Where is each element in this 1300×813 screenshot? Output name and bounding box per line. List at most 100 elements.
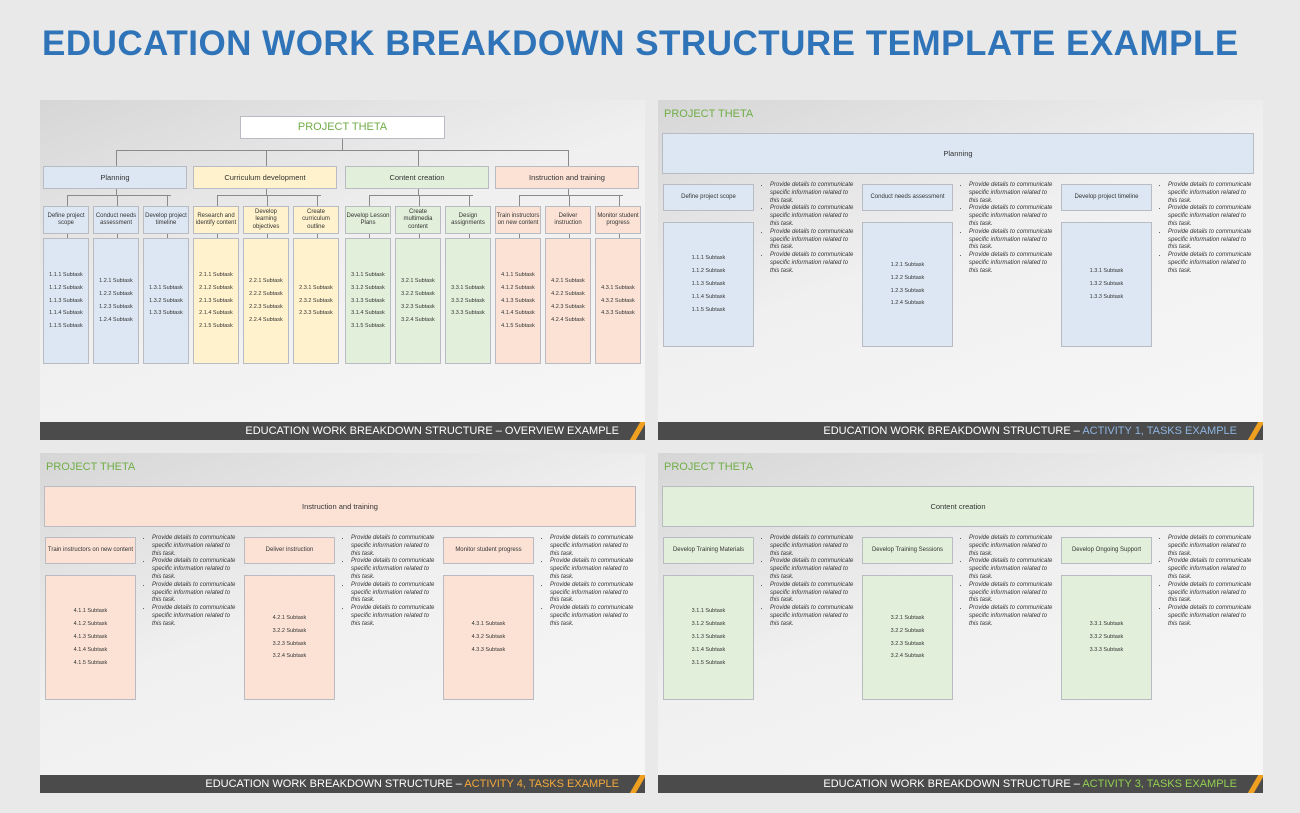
task-box: Conduct needs assessment bbox=[93, 206, 139, 234]
connector-line bbox=[619, 195, 620, 206]
task-detail-bullet: Provide details to communicate specific … bbox=[351, 558, 436, 581]
subtask-item: 4.3.1 Subtask bbox=[601, 284, 635, 291]
connector-line bbox=[266, 150, 267, 166]
subtask-item: 4.3.3 Subtask bbox=[471, 646, 506, 653]
subtask-item: 1.2.3 Subtask bbox=[99, 304, 133, 310]
subtask-item: 3.2.4 Subtask bbox=[401, 316, 435, 323]
subtask-item: 1.1.3 Subtask bbox=[49, 297, 83, 304]
subtask-item: 3.1.5 Subtask bbox=[691, 659, 726, 666]
task-detail-bullet: Provide details to communicate specific … bbox=[770, 558, 855, 581]
task-box: Develop Training Materials bbox=[663, 537, 754, 564]
project-title: PROJECT THETA bbox=[664, 461, 754, 473]
connector-line bbox=[369, 195, 370, 206]
task-detail-bullet: Provide details to communicate specific … bbox=[770, 605, 855, 628]
subtask-item: 4.2.4 Subtask bbox=[551, 316, 585, 323]
subtask-item: 1.2.4 Subtask bbox=[890, 300, 925, 307]
subtask-item: 2.2.2 Subtask bbox=[249, 291, 283, 298]
subtask-item: 3.1.1 Subtask bbox=[691, 608, 726, 615]
subtask-item: 3.1.3 Subtask bbox=[691, 634, 726, 641]
subtask-item: 4.1.2 Subtask bbox=[501, 284, 535, 291]
phase-box: Curriculum development bbox=[193, 166, 337, 189]
subtask-item: 1.2.4 Subtask bbox=[99, 316, 133, 323]
task-detail-bullet: Provide details to communicate specific … bbox=[1168, 229, 1253, 252]
page-title: EDUCATION WORK BREAKDOWN STRUCTURE TEMPL… bbox=[42, 24, 1239, 63]
root-box: PROJECT THETA bbox=[240, 116, 445, 139]
subtask-item: 2.3.1 Subtask bbox=[299, 284, 333, 291]
subtask-item: 4.2.1 Subtask bbox=[551, 278, 585, 285]
task-detail-bullet: Provide details to communicate specific … bbox=[770, 535, 855, 558]
task-detail-bullet: Provide details to communicate specific … bbox=[351, 582, 436, 605]
connector-line bbox=[116, 150, 568, 151]
task-box: Monitor student progress bbox=[595, 206, 641, 234]
project-title: PROJECT THETA bbox=[46, 461, 136, 473]
task-box: Deliver instruction bbox=[244, 537, 335, 564]
task-detail-bullet: Provide details to communicate specific … bbox=[770, 582, 855, 605]
phase-box: Content creation bbox=[345, 166, 489, 189]
subtask-item: 4.1.4 Subtask bbox=[501, 310, 535, 317]
subtask-item: 3.2.2 Subtask bbox=[272, 627, 307, 634]
subtask-item: 3.1.5 Subtask bbox=[351, 323, 385, 330]
phase-box: Planning bbox=[43, 166, 187, 189]
connector-line bbox=[117, 195, 118, 206]
task-box: Deliver instruction bbox=[545, 206, 591, 234]
task-detail-bullet: Provide details to communicate specific … bbox=[1168, 182, 1253, 205]
subtask-item: 4.1.5 Subtask bbox=[501, 323, 535, 330]
task-box: Create multimedia content bbox=[395, 206, 441, 234]
task-box: Research and identify content bbox=[193, 206, 239, 234]
task-box: Train instructors on new content bbox=[45, 537, 136, 564]
subtask-item: 3.1.4 Subtask bbox=[691, 646, 726, 653]
connector-line bbox=[267, 234, 268, 238]
task-detail-bullet: Provide details to communicate specific … bbox=[770, 205, 855, 228]
task-box: Design assignments bbox=[445, 206, 491, 234]
task-detail-bullet: Provide details to communicate specific … bbox=[1168, 205, 1253, 228]
task-detail-bullet: Provide details to communicate specific … bbox=[969, 182, 1054, 205]
subtask-item: 3.1.2 Subtask bbox=[351, 284, 385, 291]
subtask-item: 3.2.1 Subtask bbox=[890, 614, 925, 621]
connector-line bbox=[369, 195, 473, 196]
task-detail-bullet: Provide details to communicate specific … bbox=[1168, 558, 1253, 581]
connector-line bbox=[619, 234, 620, 238]
connector-line bbox=[418, 150, 419, 166]
subtask-item: 3.2.1 Subtask bbox=[401, 278, 435, 285]
task-detail-bullet: Provide details to communicate specific … bbox=[969, 205, 1054, 228]
subtask-item: 3.1.1 Subtask bbox=[351, 271, 385, 278]
subtask-item: 3.1.4 Subtask bbox=[351, 310, 385, 317]
task-box: Define project scope bbox=[663, 184, 754, 211]
subtask-item: 3.2.3 Subtask bbox=[401, 304, 435, 310]
subtask-item: 3.1.2 Subtask bbox=[691, 621, 726, 628]
task-detail-bullet: Provide details to communicate specific … bbox=[152, 535, 237, 558]
connector-line bbox=[116, 189, 117, 195]
task-detail-bullet: Provide details to communicate specific … bbox=[969, 558, 1054, 581]
task-box: Monitor student progress bbox=[443, 537, 534, 564]
subtask-item: 1.3.1 Subtask bbox=[149, 284, 183, 291]
subtask-item: 1.1.5 Subtask bbox=[691, 306, 726, 313]
subtask-item: 1.2.1 Subtask bbox=[890, 261, 925, 268]
footer-title: EDUCATION WORK BREAKDOWN STRUCTURE – OVE… bbox=[245, 425, 619, 437]
subtask-item: 2.3.3 Subtask bbox=[299, 310, 333, 317]
task-detail-bullet: Provide details to communicate specific … bbox=[770, 229, 855, 252]
subtask-item: 4.2.2 Subtask bbox=[551, 291, 585, 298]
task-box: Develop project timeline bbox=[1061, 184, 1152, 211]
subtask-item: 4.2.1 Subtask bbox=[272, 614, 307, 621]
task-detail-bullet: Provide details to communicate specific … bbox=[1168, 252, 1253, 275]
slide-footer: EDUCATION WORK BREAKDOWN STRUCTURE – ACT… bbox=[40, 775, 645, 793]
connector-line bbox=[167, 195, 168, 206]
task-detail-bullet: Provide details to communicate specific … bbox=[969, 582, 1054, 605]
task-detail-bullet: Provide details to communicate specific … bbox=[770, 182, 855, 205]
task-detail-bullet: Provide details to communicate specific … bbox=[1168, 605, 1253, 628]
slide-footer: EDUCATION WORK BREAKDOWN STRUCTURE – OVE… bbox=[40, 422, 645, 440]
connector-line bbox=[217, 195, 218, 206]
subtask-item: 2.1.2 Subtask bbox=[199, 284, 233, 291]
subtask-item: 4.1.3 Subtask bbox=[501, 297, 535, 304]
connector-line bbox=[419, 234, 420, 238]
subtask-item: 3.3.2 Subtask bbox=[1089, 634, 1124, 641]
subtask-item: 1.1.4 Subtask bbox=[49, 310, 83, 317]
